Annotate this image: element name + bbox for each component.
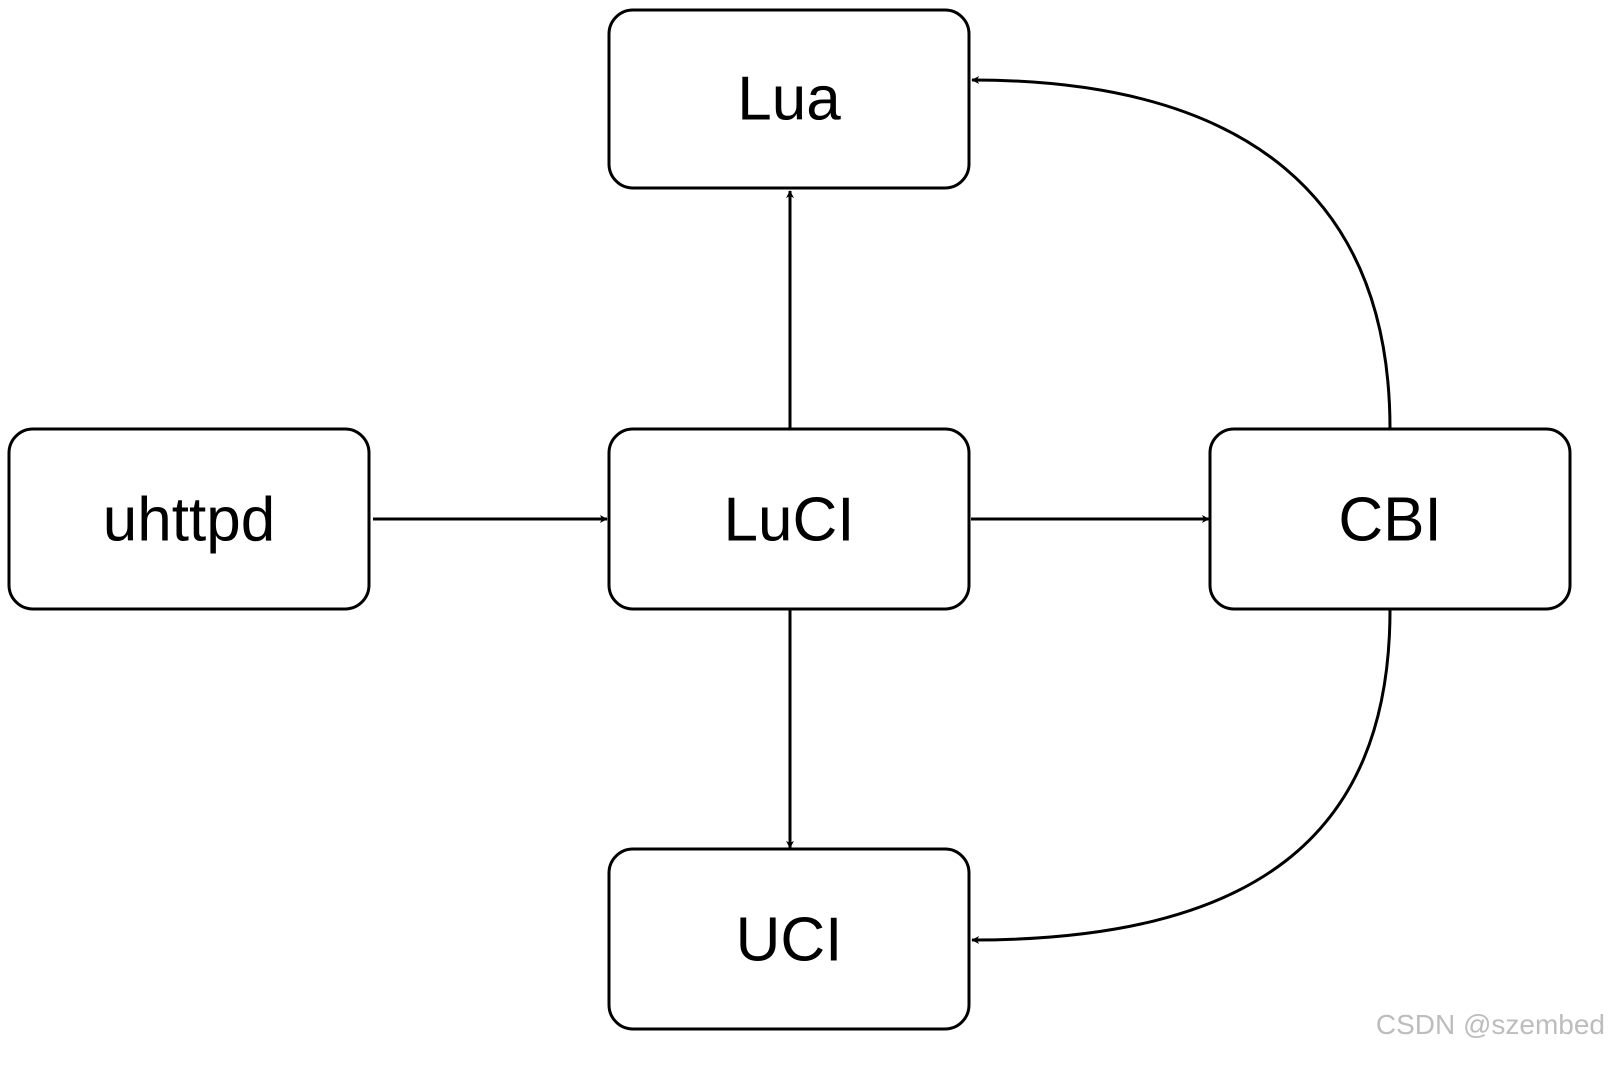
node-luci: LuCI (607, 427, 971, 611)
edge-cbi-lua (971, 76, 1392, 430)
node-label-luci: LuCI (724, 486, 855, 555)
node-label-uci: UCI (736, 906, 843, 975)
edge-cbi-uci (971, 609, 1392, 944)
node-label-cbi: CBI (1338, 486, 1441, 555)
node-label-lua: Lua (737, 65, 841, 134)
node-uhttpd: uhttpd (7, 427, 371, 611)
edges (373, 76, 1392, 944)
node-cbi: CBI (1208, 427, 1572, 611)
node-label-uhttpd: uhttpd (103, 486, 275, 555)
node-lua: Lua (607, 8, 971, 190)
node-uci: UCI (607, 847, 971, 1031)
watermark: CSDN @szembed (1375, 1009, 1605, 1040)
